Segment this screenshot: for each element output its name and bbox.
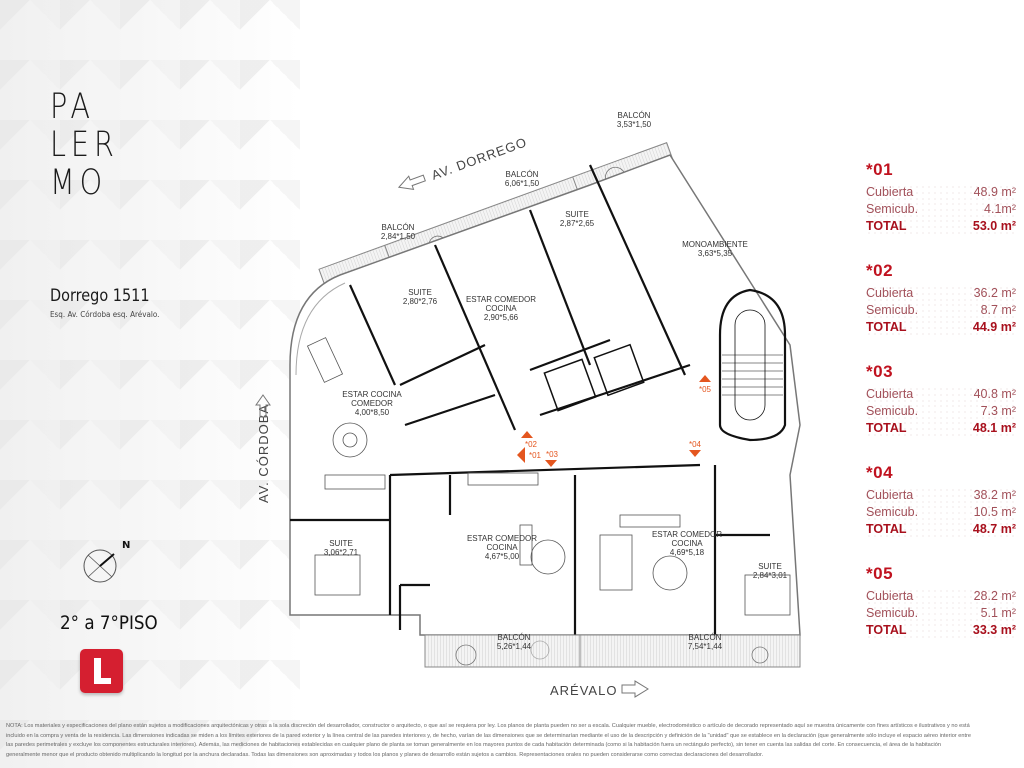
- svg-text:2,84*1,50: 2,84*1,50: [381, 232, 416, 241]
- svg-text:7,54*1,44: 7,54*1,44: [688, 642, 723, 651]
- svg-text:*02: *02: [525, 440, 538, 449]
- street-label-arevalo: ARÉVALO: [550, 683, 617, 698]
- svg-text:SUITE: SUITE: [408, 288, 432, 297]
- svg-text:*01: *01: [529, 451, 542, 460]
- address-subtitle: Esq. Av. Córdoba esq. Arévalo.: [50, 310, 160, 319]
- svg-text:5,26*1,44: 5,26*1,44: [497, 642, 532, 651]
- semicub-row: Semicub.5.1 m²: [866, 605, 1016, 622]
- svg-text:6,06*1,50: 6,06*1,50: [505, 179, 540, 188]
- building-address: Dorrego 1511: [50, 286, 150, 306]
- svg-text:ESTAR COMEDOR: ESTAR COMEDOR: [467, 534, 537, 543]
- title-line: LER: [50, 125, 119, 165]
- unit-markers: *01 *02 *03 *04 *05: [517, 375, 712, 467]
- stair-core: [718, 288, 787, 442]
- svg-text:2,90*5,66: 2,90*5,66: [484, 313, 519, 322]
- unit-code: *04: [866, 463, 894, 482]
- svg-text:BALCÓN: BALCÓN: [382, 223, 415, 232]
- title-line: PA: [50, 87, 95, 127]
- svg-text:ESTAR COMEDOR: ESTAR COMEDOR: [466, 295, 536, 304]
- svg-text:ESTAR COMEDOR: ESTAR COMEDOR: [652, 530, 722, 539]
- svg-text:COCINA: COCINA: [671, 539, 703, 548]
- balcony-strip-bottom: [424, 634, 801, 668]
- svg-text:COCINA: COCINA: [486, 543, 518, 552]
- arrow-up-icon: [255, 394, 271, 418]
- svg-text:3,63*5,35: 3,63*5,35: [698, 249, 733, 258]
- svg-text:COCINA: COCINA: [485, 304, 517, 313]
- svg-text:4,67*5,00: 4,67*5,00: [485, 552, 520, 561]
- title-line: MO: [50, 163, 108, 203]
- semicub-row: Semicub.4.1m²: [866, 201, 1016, 218]
- svg-text:MONOAMBIENTE: MONOAMBIENTE: [682, 240, 748, 249]
- svg-text:*04: *04: [689, 440, 702, 449]
- disclaimer-line: NOTA: Los materiales y especificaciones …: [6, 723, 970, 729]
- floor-range-label: 2° a 7°PISO: [60, 612, 158, 634]
- semicub-row: Semicub.7.3 m²: [866, 403, 1016, 420]
- svg-text:*05: *05: [699, 385, 712, 394]
- disclaimer-line: las paredes perimetrales y excluye los c…: [6, 742, 942, 748]
- unit-code: *03: [866, 362, 894, 381]
- disclaimer-line: generalmente menor que el producto obten…: [6, 751, 764, 758]
- svg-text:COMEDOR: COMEDOR: [351, 399, 393, 408]
- brand-logo: [80, 649, 123, 693]
- svg-text:3,53*1,50: 3,53*1,50: [617, 120, 652, 129]
- floor-plan: BALCÓN 3,53*1,50 BALCÓN 6,06*1,50 BALCÓN…: [230, 95, 830, 705]
- unit-code: *02: [866, 261, 894, 280]
- svg-text:ESTAR COCINA: ESTAR COCINA: [342, 390, 402, 399]
- elevators: [543, 343, 645, 412]
- svg-text:BALCÓN: BALCÓN: [618, 111, 651, 120]
- semicub-row: Semicub.8.7 m²: [866, 302, 1016, 319]
- compass-north-label: N: [122, 540, 131, 551]
- svg-text:2,84*3,01: 2,84*3,01: [753, 571, 788, 580]
- disclaimer-line: incluido en la compra y venta de la resi…: [6, 732, 971, 739]
- svg-text:*03: *03: [546, 450, 559, 459]
- neighborhood-title: PA LER MO: [50, 88, 119, 202]
- svg-text:3,06*2,71: 3,06*2,71: [324, 548, 359, 557]
- unit-code: *05: [866, 564, 894, 583]
- svg-text:BALCÓN: BALCÓN: [498, 633, 531, 642]
- disclaimer-note: NOTA: Los materiales y especificaciones …: [6, 722, 1024, 760]
- furniture: [306, 337, 791, 616]
- svg-text:BALCÓN: BALCÓN: [689, 633, 722, 642]
- svg-text:4,00*8,50: 4,00*8,50: [355, 408, 390, 417]
- svg-text:4,69*5,18: 4,69*5,18: [670, 548, 705, 557]
- logo-l-icon: [94, 658, 111, 684]
- compass-icon: [82, 548, 118, 584]
- svg-text:AV. CÓRDOBA: AV. CÓRDOBA: [256, 404, 271, 503]
- unit-code: *01: [866, 160, 894, 179]
- svg-text:2,80*2,76: 2,80*2,76: [403, 297, 438, 306]
- svg-text:BALCÓN: BALCÓN: [506, 170, 539, 179]
- arrow-right-icon: [621, 680, 649, 698]
- semicub-row: Semicub.10.5 m²: [866, 504, 1016, 521]
- street-label-cordoba: AV. CÓRDOBA: [256, 404, 271, 503]
- background-pattern: [0, 0, 300, 768]
- svg-text:SUITE: SUITE: [329, 539, 353, 548]
- svg-text:SUITE: SUITE: [565, 210, 589, 219]
- room-labels: BALCÓN 3,53*1,50 BALCÓN 6,06*1,50 BALCÓN…: [324, 111, 788, 651]
- svg-text:SUITE: SUITE: [758, 562, 782, 571]
- svg-text:2,87*2,65: 2,87*2,65: [560, 219, 595, 228]
